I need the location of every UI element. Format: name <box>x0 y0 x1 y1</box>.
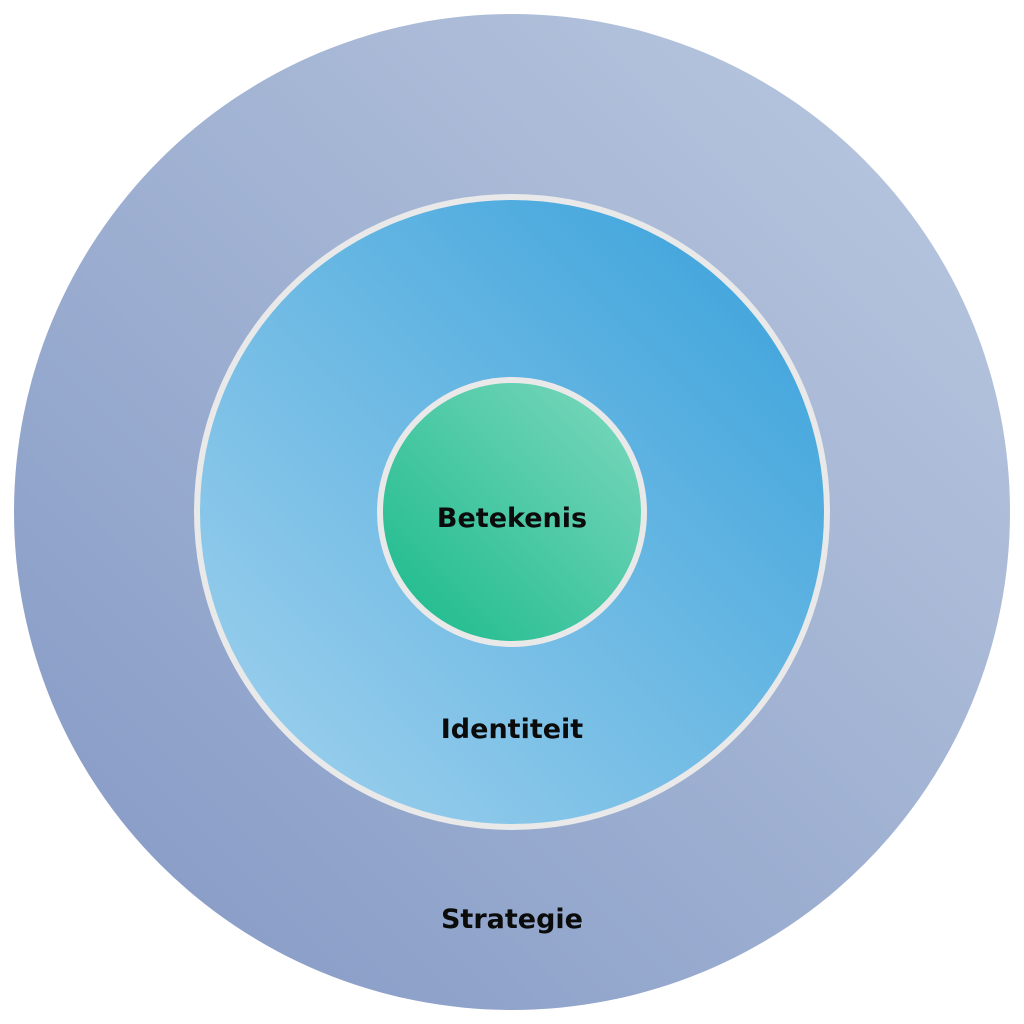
inner-label: Betekenis <box>437 503 587 534</box>
middle-label: Identiteit <box>441 714 584 745</box>
outer-label: Strategie <box>441 904 583 935</box>
inner-circle-betekenis <box>377 377 647 647</box>
